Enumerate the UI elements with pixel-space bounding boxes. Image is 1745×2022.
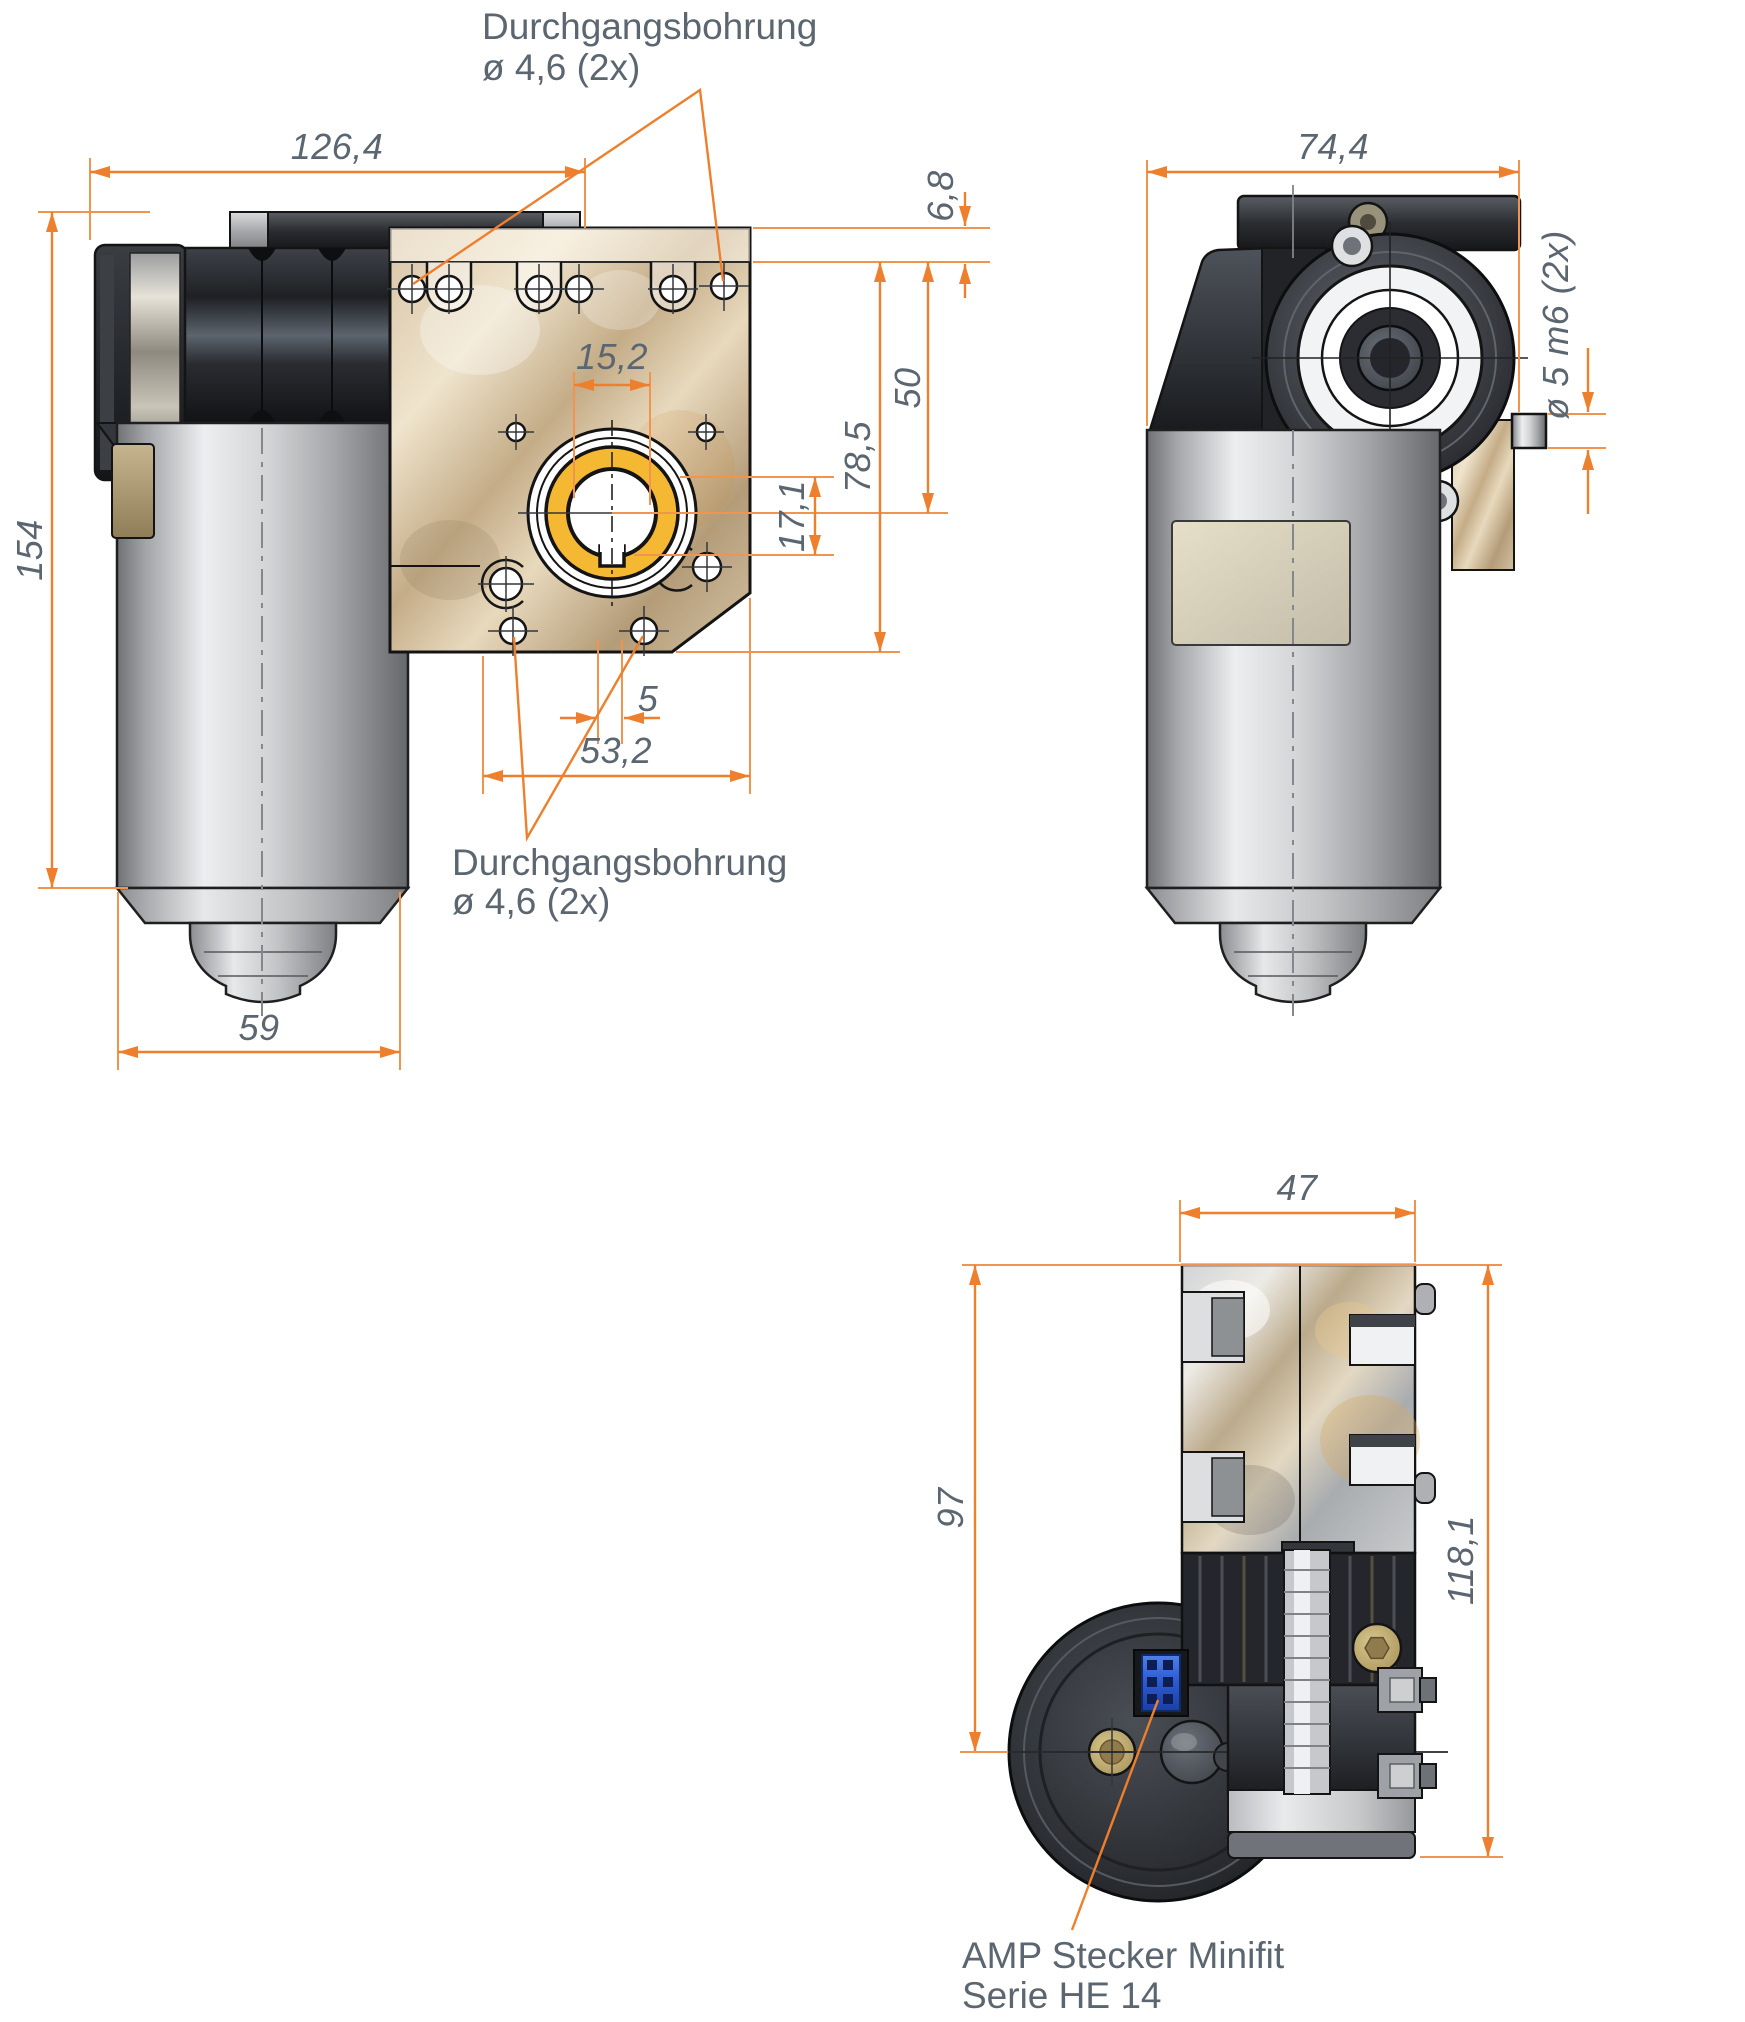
label-amp-connector-line1: AMP Stecker Minifit <box>962 1935 1285 1976</box>
leader-through-holes-top <box>412 87 725 285</box>
dim-gearbox-width: 47 <box>1276 1167 1318 1208</box>
dim-plate-height: 78,5 <box>837 420 878 494</box>
gear-face <box>1252 222 1528 497</box>
dim-hole-span: 53,2 <box>579 730 653 771</box>
bottom-view-part <box>1005 1263 1448 1903</box>
gearbox-lower-housing <box>1226 1549 1437 1859</box>
motor-shoulder <box>1148 246 1272 432</box>
dim-shaft-center-depth: 50 <box>887 367 928 409</box>
leader-amp-connector <box>1070 1699 1160 1931</box>
dim-total-width: 126,4 <box>290 126 384 167</box>
dim-side-width: 74,4 <box>1296 126 1370 167</box>
dim-motor-axis-height: 97 <box>930 1487 971 1529</box>
label-through-hole-top-line2: ø 4,6 (2x) <box>482 47 641 88</box>
brush-cover <box>111 443 155 539</box>
label-through-hole-bottom-line2: ø 4,6 (2x) <box>452 881 611 922</box>
dim-total-height: 154 <box>9 519 50 581</box>
amp-connector <box>1133 1649 1189 1717</box>
side-view <box>1144 160 1606 1016</box>
side-view-part <box>1144 185 1548 1016</box>
gearbox-base-plate <box>1180 1263 1436 1555</box>
motor-body <box>111 421 411 1016</box>
motor-body-side <box>1144 185 1443 1016</box>
side-view-dimensions <box>1146 160 1606 514</box>
hex-bolt-upper <box>1377 1667 1437 1713</box>
dim-dowel-pin: ø 5 m6 (2x) <box>1535 230 1576 420</box>
bottom-view-dimensions <box>960 1200 1503 1931</box>
dim-hole-offset: 5 <box>637 678 659 719</box>
motor-end-cap <box>93 243 189 482</box>
motor-label-window <box>1171 520 1351 646</box>
leader-through-holes-bottom <box>512 635 645 843</box>
mounting-holes <box>387 261 749 656</box>
label-through-hole-bottom-line1: Durchgangsbohrung <box>452 842 788 883</box>
hex-bolt-lower <box>1377 1753 1437 1799</box>
dim-keyway-depth: 17,1 <box>771 479 812 553</box>
dim-total-height-right: 118,1 <box>1440 1515 1481 1605</box>
label-through-hole-top-line1: Durchgangsbohrung <box>482 6 818 47</box>
dim-plate-top-offset: 6,8 <box>920 170 961 222</box>
front-view-part <box>93 211 752 1016</box>
label-amp-connector-line2: Serie HE 14 <box>962 1975 1162 2016</box>
front-view-dimensions <box>38 87 990 1070</box>
dowel-pin <box>1510 412 1548 450</box>
dim-keyway-width: 15,2 <box>575 336 649 377</box>
front-view <box>38 87 990 1070</box>
dim-motor-diameter: 59 <box>238 1007 280 1048</box>
bottom-view <box>960 1200 1503 1931</box>
